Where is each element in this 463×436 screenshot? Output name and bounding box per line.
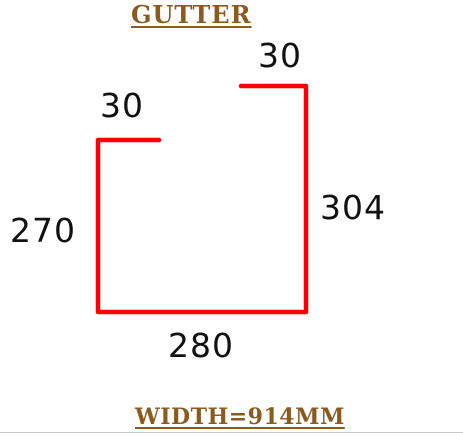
width-label: WIDTH=914MM xyxy=(135,404,345,430)
diagram-title: GUTTER xyxy=(131,0,252,29)
gutter-profile-line xyxy=(95,83,309,315)
left-side-dimension: 270 xyxy=(10,211,76,250)
bottom-dimension: 280 xyxy=(168,326,234,365)
right-lip-dimension: 30 xyxy=(258,36,302,75)
right-side-dimension: 304 xyxy=(320,188,386,227)
left-lip-dimension: 30 xyxy=(100,86,144,125)
bottom-divider xyxy=(0,432,463,433)
